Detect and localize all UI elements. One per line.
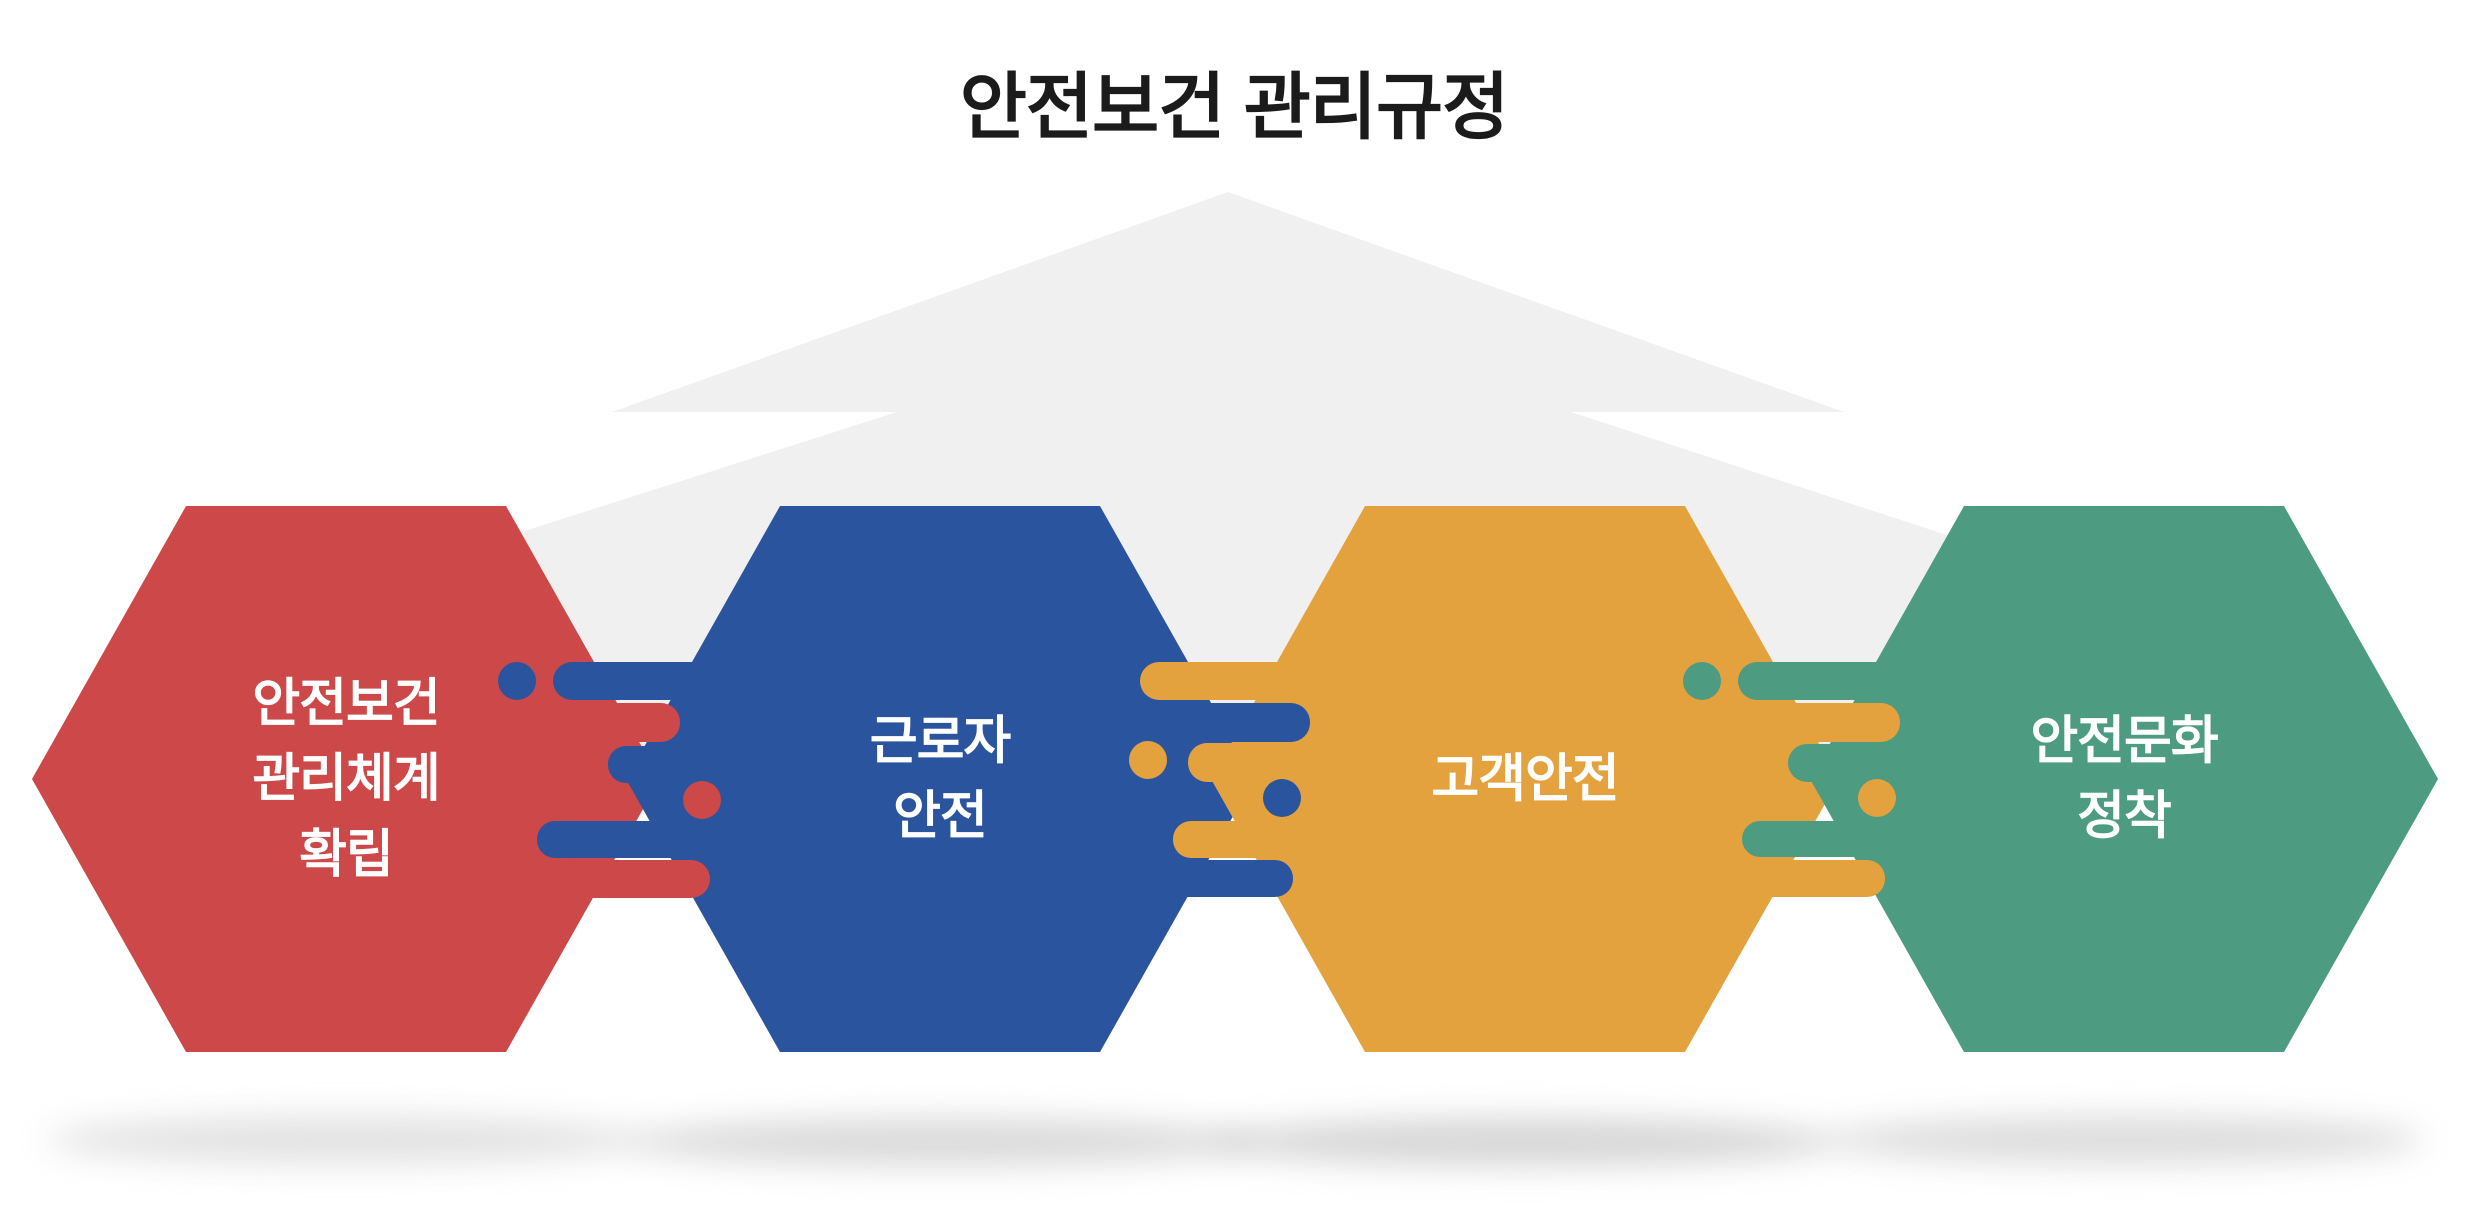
connector-bar (1140, 662, 1360, 700)
connector-dot (683, 781, 721, 819)
connector-bar (537, 821, 762, 858)
connector-bar (553, 662, 763, 700)
connector-bar (560, 860, 710, 898)
hexagon-label-worker-safety: 근로자 안전 (869, 712, 1012, 846)
connector-dot (498, 662, 536, 700)
hexagon-worker-safety (626, 506, 1254, 1052)
connector-bar (1738, 662, 1950, 700)
connector-bar (1150, 703, 1310, 742)
hexagon-label-safety-culture: 안전문화 정착 (2030, 712, 2218, 846)
shadow-ellipse (625, 1118, 1255, 1166)
connector-bar (1188, 743, 1360, 782)
junction-1-connectors (498, 662, 773, 898)
connector-bar (1750, 860, 1885, 897)
connector-dot (1858, 779, 1896, 817)
hexagon-label-safety-health-system: 안전보건 관리체계 확립 (252, 674, 440, 884)
hexagon-safety-culture (1810, 506, 2438, 1052)
shadow-ellipse (1210, 1118, 1840, 1166)
connector-bar (1173, 821, 1360, 858)
connector-dot (1129, 741, 1167, 779)
connector-bar (1150, 860, 1293, 897)
connector-bar (560, 703, 680, 742)
connector-dot (1263, 779, 1301, 817)
shadow-ellipse (1824, 1116, 2424, 1164)
connector-bar (1742, 821, 1950, 857)
junction-3-connectors (1683, 662, 1950, 897)
page-title: 안전보건 관리규정 (959, 67, 1510, 148)
connector-bar (1788, 744, 1950, 782)
hexagon-safety-health-system (32, 506, 660, 1052)
hexagon-customer-safety (1211, 506, 1839, 1052)
hexagon-label-customer-safety: 고객안전 (1431, 750, 1619, 809)
connector-bar (1750, 703, 1900, 742)
shadow-ellipse (46, 1116, 646, 1164)
junction-2-connectors (1129, 662, 1360, 897)
connector-dot (1683, 662, 1721, 700)
ground-shadows (46, 1116, 2424, 1166)
connector-bar (608, 746, 773, 783)
